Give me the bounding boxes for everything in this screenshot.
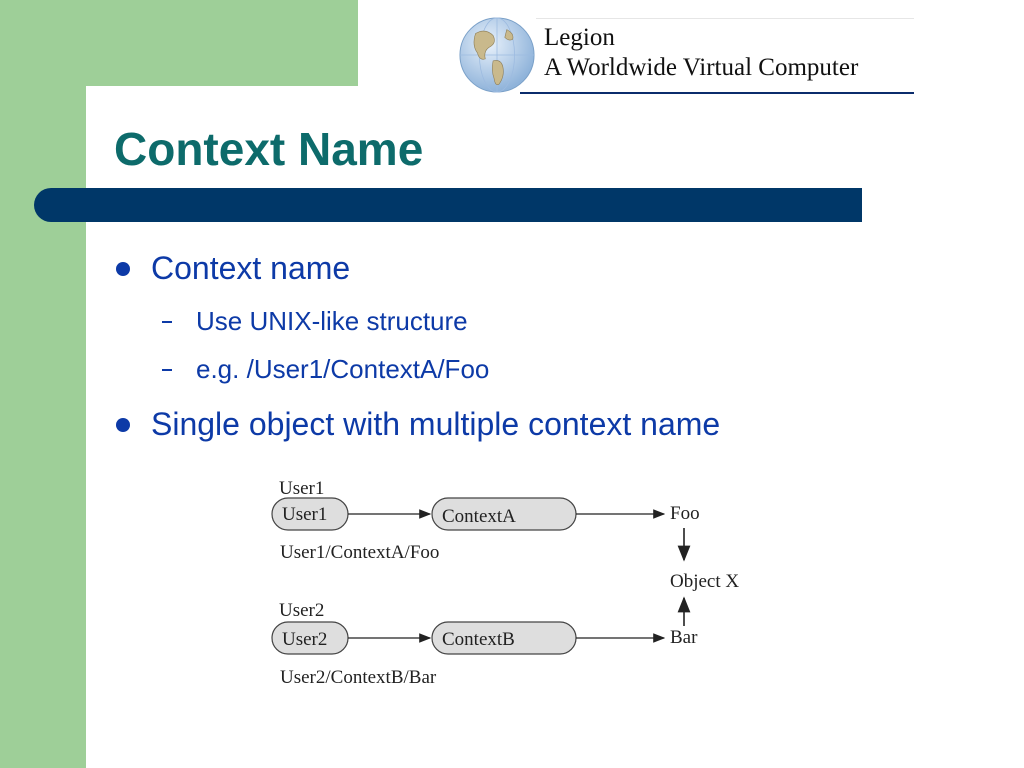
contextb-node-label: ContextB bbox=[442, 629, 515, 650]
contextb-node bbox=[431, 621, 577, 655]
user2-node bbox=[271, 621, 349, 655]
bullet-dot-icon bbox=[116, 417, 130, 432]
bullet-dot-icon bbox=[116, 261, 130, 276]
logo-underline bbox=[520, 92, 914, 94]
user2-label: User2 bbox=[279, 600, 324, 621]
object-x-label: Object X bbox=[670, 571, 739, 592]
user2-node-label: User2 bbox=[282, 629, 327, 650]
bullet-text: Single object with multiple context name bbox=[151, 406, 721, 442]
contexta-node bbox=[431, 497, 577, 531]
dash-icon bbox=[162, 320, 172, 323]
sub-bullet-text: Use UNIX-like structure bbox=[196, 306, 468, 336]
title-bar bbox=[34, 188, 862, 222]
logo-rule-top bbox=[536, 18, 914, 19]
top-strip bbox=[0, 0, 358, 86]
sub-bullet-text: e.g. /User1/ContextA/Foo bbox=[196, 354, 490, 384]
foo-label: Foo bbox=[670, 503, 700, 524]
bar-label: Bar bbox=[670, 627, 698, 648]
contexta-node-label: ContextA bbox=[442, 506, 516, 527]
dash-icon bbox=[162, 368, 172, 371]
logo-subtitle: A Worldwide Virtual Computer bbox=[544, 54, 859, 81]
path-user1-contexta-foo: User1/ContextA/Foo bbox=[280, 542, 439, 563]
user1-node bbox=[271, 497, 349, 531]
sub-bullet-example: e.g. /User1/ContextA/Foo bbox=[162, 354, 489, 385]
user1-node-label: User1 bbox=[282, 504, 327, 525]
user1-label: User1 bbox=[279, 478, 324, 499]
sub-bullet-unix: Use UNIX-like structure bbox=[162, 306, 468, 337]
bullet-single-object: Single object with multiple context name bbox=[116, 406, 720, 443]
slide-title: Context Name bbox=[114, 123, 424, 175]
legion-logo: Legion A Worldwide Virtual Computer bbox=[458, 14, 918, 98]
globe-icon bbox=[459, 17, 535, 93]
bullet-text: Context name bbox=[151, 250, 351, 286]
side-strip bbox=[0, 0, 86, 768]
logo-title: Legion bbox=[544, 24, 615, 51]
path-user2-contextb-bar: User2/ContextB/Bar bbox=[280, 667, 437, 688]
bullet-context-name: Context name bbox=[116, 250, 350, 287]
